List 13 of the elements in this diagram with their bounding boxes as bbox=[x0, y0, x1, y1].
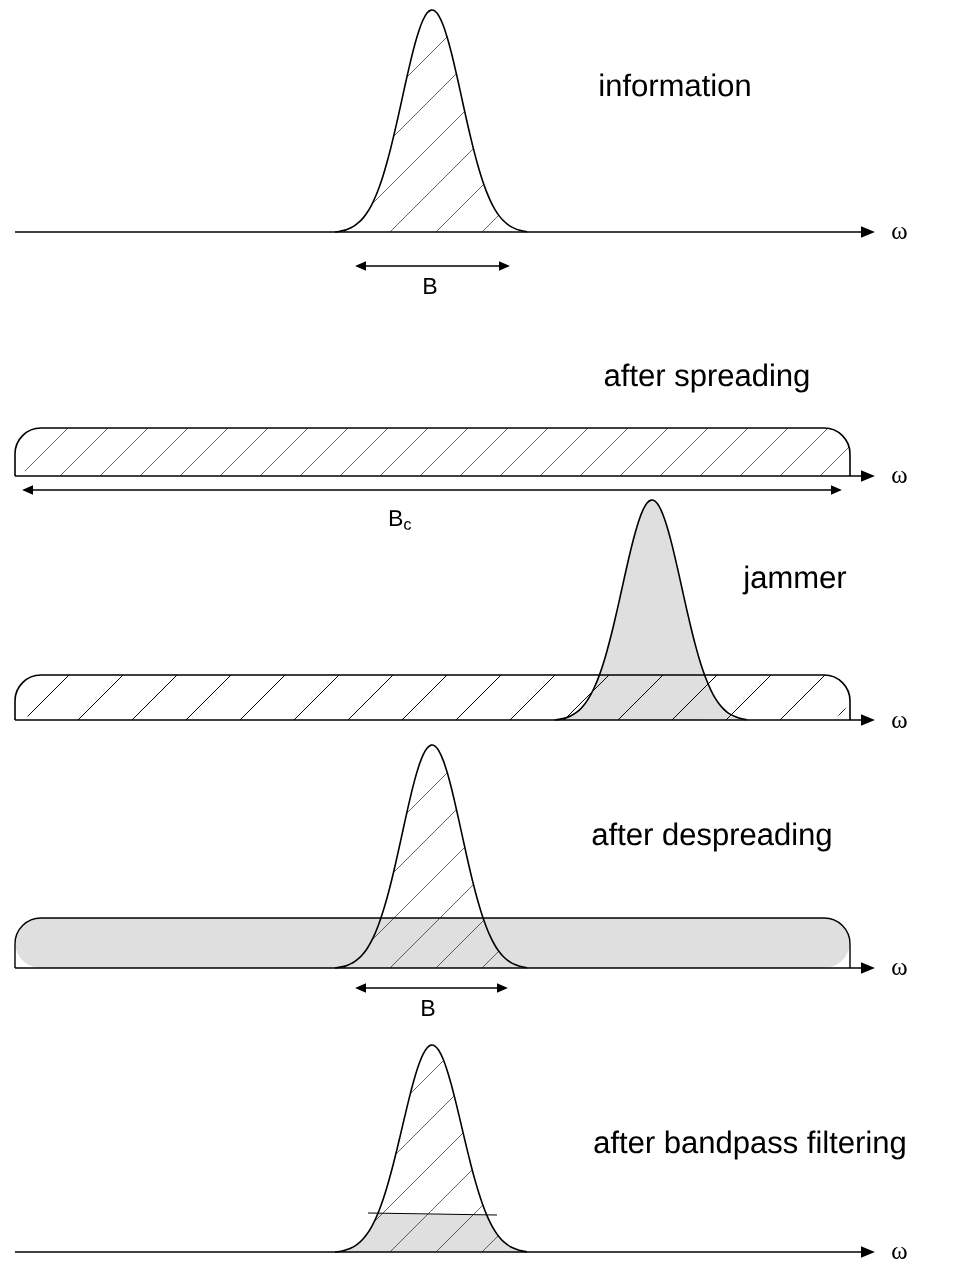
dimension-label: B bbox=[422, 1000, 435, 1016]
axis-label: ω bbox=[892, 963, 907, 975]
axis-label: ω bbox=[892, 1247, 907, 1259]
panel-label: after despreading bbox=[592, 822, 831, 852]
axis-label: ω bbox=[892, 716, 907, 728]
dimension-label: B$_{c}$ bbox=[389, 510, 411, 530]
panel-label: after spreading bbox=[604, 363, 809, 393]
panel-label: jammer bbox=[742, 565, 847, 595]
panel-label: information bbox=[600, 73, 750, 97]
axis-label: ω bbox=[892, 471, 907, 483]
panel-label: after bandpass filtering bbox=[594, 1130, 905, 1160]
axis-label: ω bbox=[892, 227, 907, 239]
dimension-label: B bbox=[424, 278, 437, 294]
